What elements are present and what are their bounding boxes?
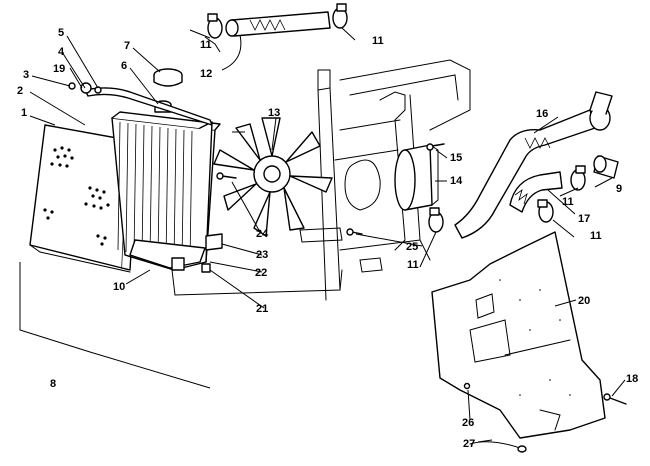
hose-clamp-11-e — [428, 207, 444, 233]
hose-clamp-11-d — [537, 199, 554, 223]
leader-lines — [29, 27, 626, 443]
hose-elbow-17 — [509, 171, 563, 213]
water-pump-housing — [394, 144, 439, 211]
callout-11-lower-left: 11 — [407, 259, 419, 271]
callout-11-right: 11 — [562, 196, 574, 208]
callout-15: 15 — [450, 152, 462, 164]
callout-13: 13 — [268, 107, 280, 119]
callout-11-lower-right: 11 — [590, 230, 602, 242]
heat-shield — [431, 231, 606, 439]
callout-21: 21 — [256, 303, 268, 315]
callout-25: 25 — [406, 241, 418, 253]
wire-tie-27 — [469, 441, 527, 453]
radiator-core — [111, 111, 221, 271]
hose-clamp-right-9 — [593, 155, 619, 179]
callout-4: 4 — [58, 46, 65, 58]
callout-1: 1 — [21, 107, 27, 119]
callout-17: 17 — [578, 213, 590, 225]
callout-labels: 1 2 3 4 5 6 7 8 9 10 11 11 11 11 11 12 1… — [17, 27, 638, 450]
hose-clamp-upper-right — [332, 3, 348, 29]
hose-clamp-11-c — [570, 165, 586, 191]
callout-9: 9 — [616, 183, 622, 195]
callout-23: 23 — [256, 249, 268, 261]
callout-11-upper-right: 11 — [372, 35, 384, 47]
callout-24: 24 — [256, 228, 269, 240]
callout-6: 6 — [121, 60, 127, 72]
callout-22: 22 — [255, 267, 267, 279]
callout-8: 8 — [50, 378, 56, 390]
callout-12: 12 — [200, 68, 212, 80]
bolts — [216, 143, 627, 405]
callout-2: 2 — [17, 85, 23, 97]
shroud-vent-holes — [43, 146, 110, 246]
callout-26: 26 — [462, 417, 474, 429]
callout-14: 14 — [450, 175, 463, 187]
callout-11-upper-left: 11 — [200, 39, 212, 51]
bracket-plates — [201, 233, 223, 273]
upper-radiator-hose — [225, 11, 331, 37]
callout-5: 5 — [58, 27, 64, 39]
callout-3: 3 — [23, 69, 29, 81]
callout-27: 27 — [463, 438, 475, 450]
callout-16: 16 — [536, 108, 548, 120]
callout-19: 19 — [53, 63, 65, 75]
callout-20: 20 — [578, 295, 590, 307]
radiator-cap — [153, 68, 183, 87]
engine-frame-outline — [171, 59, 471, 301]
lower-radiator-hose — [454, 91, 613, 239]
callout-18: 18 — [626, 373, 638, 385]
screw-26 — [463, 382, 471, 390]
hose-clamp-upper-left — [207, 13, 223, 39]
callout-7: 7 — [124, 40, 130, 52]
callout-10: 10 — [113, 281, 125, 293]
fitting-parts — [68, 82, 102, 94]
assembly-outline-8 — [19, 262, 211, 389]
